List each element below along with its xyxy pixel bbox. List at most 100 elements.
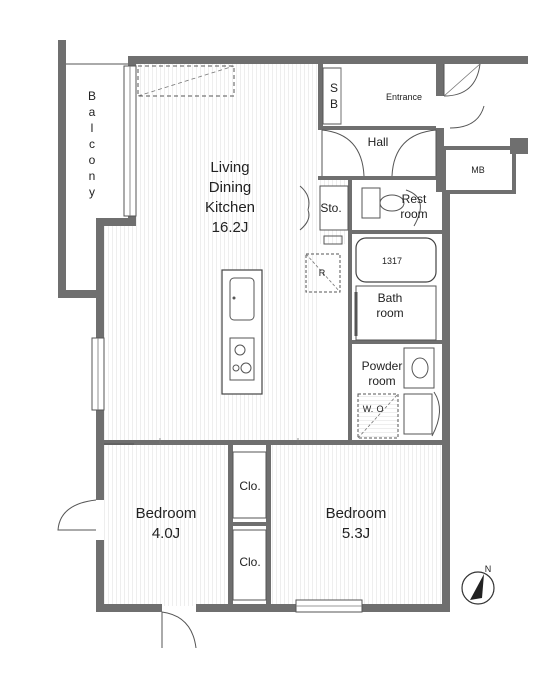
storage-cabinet: [319, 185, 349, 231]
entrance-area: [322, 63, 485, 129]
bathroom-label-room: room: [376, 306, 403, 320]
wall-west-lower-c: [96, 540, 104, 612]
wall-hall-bottom: [318, 176, 442, 180]
powder-label-powder: Powder: [362, 359, 403, 373]
fridge-diagonal: [305, 253, 341, 293]
bathtub-icon: [355, 237, 437, 283]
refrigerator-label: R: [319, 268, 326, 278]
shelf-icon: [323, 235, 343, 245]
restroom-label-room: room: [400, 207, 427, 221]
meter-box: [442, 138, 528, 194]
closet-upper: [232, 451, 267, 519]
bedroom-left-door-arc: [57, 499, 97, 531]
interior-walls: [104, 64, 444, 606]
ldk-divider-ticks: [159, 438, 299, 444]
balcony-letter: o: [89, 153, 96, 167]
burner-1-icon: [234, 344, 246, 356]
unit-bath: [354, 237, 437, 341]
bathroom-label-bath: Bath: [378, 291, 403, 305]
burner-3-icon: [232, 364, 240, 372]
wall-restroom-bottom: [348, 230, 442, 234]
doors: [57, 438, 299, 649]
storage-door-icon: [299, 185, 310, 231]
sb-label-s: S: [330, 81, 338, 95]
powder-door-arc: [431, 391, 440, 437]
restroom: [361, 187, 421, 227]
storage-label: Sto.: [320, 201, 341, 215]
vanity-counter: [403, 347, 435, 389]
entrance-label: Entrance: [386, 92, 422, 102]
wall-west-lower-a: [96, 218, 104, 338]
ldk-label-dining: Dining: [209, 179, 252, 196]
burner-2-icon: [240, 362, 252, 374]
kitchen-island: [221, 269, 263, 395]
wall-ldk-bedrooms: [104, 440, 444, 445]
washer-space: [357, 393, 399, 439]
bedroom-right-floor: [268, 444, 442, 606]
sb-label-b: B: [330, 97, 338, 111]
mb-notch: [510, 138, 528, 154]
closets: [232, 451, 267, 601]
hood-diagonal: [137, 65, 235, 97]
fridge-space: [305, 253, 341, 293]
balcony: [58, 40, 134, 298]
balcony-rail-bottom: [58, 290, 98, 298]
bedroom-right-size: 5.3J: [342, 525, 370, 542]
closet-lower-label: Clo.: [239, 555, 260, 569]
labels: B a l c o n y Living Dining Kitchen 16.2…: [88, 81, 491, 574]
mb-label: MB: [471, 165, 485, 175]
balcony-letter: c: [89, 137, 95, 151]
wall-west-lower-b: [96, 410, 104, 500]
mb-enclosure: [442, 146, 516, 194]
north-arrow-icon: [470, 574, 484, 600]
stove-icon: [229, 337, 255, 381]
entrance-door-leaf: [443, 63, 481, 97]
wall-entrance-lower: [436, 128, 444, 192]
wall-step: [96, 218, 136, 226]
ldk-label-living: Living: [210, 159, 249, 176]
north-label: N: [485, 564, 492, 574]
balcony-letter: l: [91, 121, 94, 135]
wall-entrance-left: [436, 56, 444, 96]
linen-shelf: [403, 393, 433, 435]
wall-closet-divider: [228, 522, 270, 526]
wall-hall-top: [318, 126, 436, 130]
hall-label: Hall: [368, 135, 389, 149]
powder-room: [357, 347, 440, 439]
wall-sb: [318, 64, 323, 126]
bedroom-left-south-door: [161, 611, 197, 649]
sink-icon: [229, 277, 255, 321]
hall-doors: [321, 129, 437, 177]
entrance-door-swing: [443, 63, 481, 97]
toilet-tank: [361, 187, 381, 219]
hall-door-right: [391, 129, 437, 177]
bedroom-right-label: Bedroom: [326, 505, 387, 522]
powder-label-room: room: [368, 374, 395, 388]
balcony-letter: y: [89, 185, 95, 199]
unit-bath-label: 1317: [382, 256, 402, 266]
faucet-icon: [232, 296, 236, 300]
wall-east: [442, 190, 450, 612]
kitchen-hood: [137, 65, 235, 97]
ldk-label-kitchen: Kitchen: [205, 199, 255, 216]
balcony-letter: n: [89, 169, 96, 183]
bedroom-left-floor: [104, 444, 230, 606]
closet-lower: [232, 529, 267, 601]
entrance-door-arc: [449, 105, 485, 129]
north-arrow: [461, 571, 495, 605]
compass-circle-icon: [461, 571, 495, 605]
washer-label-o: O: [376, 404, 383, 414]
island-counter: [221, 269, 263, 395]
storage-area: [299, 185, 349, 293]
balcony-letter: a: [89, 105, 96, 119]
toilet-bowl-icon: [379, 194, 405, 212]
shoe-box: [322, 67, 342, 125]
balcony-rail: [58, 40, 66, 298]
wall-wet-area: [348, 176, 352, 444]
washbasin-icon: [411, 357, 429, 379]
hall-door-left: [321, 129, 365, 177]
wall-north: [128, 56, 528, 64]
ldk-floor-west: [104, 224, 138, 444]
wall-south-a: [96, 604, 162, 612]
wall-bath-bottom: [348, 340, 442, 344]
